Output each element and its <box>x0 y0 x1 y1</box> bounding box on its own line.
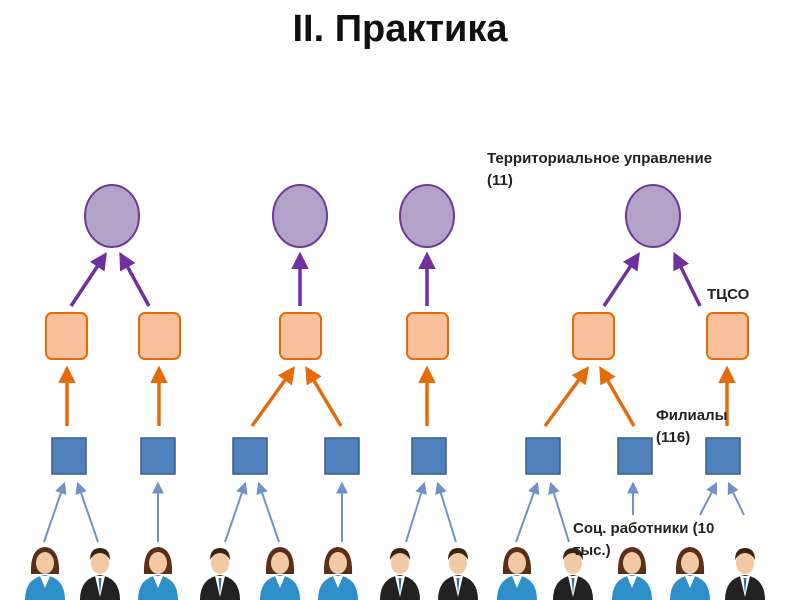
square-node-icon <box>232 437 268 475</box>
branches-label: Филиалы (116) <box>656 405 766 449</box>
territorial-label-line1: Территориальное управление <box>487 150 713 167</box>
territorial-level <box>84 184 681 248</box>
workers-label-line1: Соц. работники (10 <box>573 520 715 537</box>
workers-row <box>25 547 765 600</box>
purple-arrows <box>69 251 702 307</box>
square-node-icon <box>51 437 87 475</box>
arrow <box>727 481 745 516</box>
male-worker-icon <box>725 548 765 600</box>
blue-arrows <box>43 481 745 543</box>
circle-node-icon <box>84 184 140 248</box>
rounded-square-node-icon <box>138 312 181 360</box>
square-node-icon <box>705 437 741 475</box>
territorial-label: Территориальное управление (11) <box>487 148 787 192</box>
arrow <box>699 481 718 516</box>
female-worker-icon <box>25 547 65 600</box>
rounded-square-node-icon <box>406 312 449 360</box>
arrow <box>43 481 67 543</box>
arrow <box>250 366 296 428</box>
male-worker-icon <box>80 548 120 600</box>
branch-level <box>51 437 741 475</box>
circle-node-icon <box>625 184 681 248</box>
rounded-square-node-icon <box>279 312 322 360</box>
square-node-icon <box>617 437 653 475</box>
female-worker-icon <box>318 547 358 600</box>
tcso-label: ТЦСО <box>707 286 750 303</box>
female-worker-icon <box>260 547 300 600</box>
arrow <box>119 251 151 307</box>
male-worker-icon <box>200 548 240 600</box>
male-worker-icon <box>438 548 478 600</box>
arrow <box>69 252 107 307</box>
arrow <box>435 481 457 543</box>
rounded-square-node-icon <box>45 312 88 360</box>
tcso-level <box>45 312 749 360</box>
branches-label-line1: Филиалы <box>656 407 728 424</box>
arrow <box>256 481 280 543</box>
circle-node-icon <box>272 184 328 248</box>
workers-label-line2: тыс.) <box>573 542 611 559</box>
arrow <box>224 481 248 543</box>
arrow <box>548 481 570 543</box>
arrow <box>543 366 590 428</box>
arrow <box>599 365 636 427</box>
male-worker-icon <box>380 548 420 600</box>
square-node-icon <box>140 437 176 475</box>
arrow <box>515 481 540 543</box>
square-node-icon <box>525 437 561 475</box>
rounded-square-node-icon <box>572 312 615 360</box>
female-worker-icon <box>670 547 710 600</box>
square-node-icon <box>411 437 447 475</box>
arrow <box>602 252 640 307</box>
branches-label-line2: (116) <box>656 429 691 446</box>
male-worker-icon <box>553 548 593 600</box>
workers-label: Соц. работники (10 тыс.) <box>573 518 773 562</box>
square-node-icon <box>324 437 360 475</box>
arrow <box>673 251 702 307</box>
female-worker-icon <box>138 547 178 600</box>
circle-node-icon <box>399 184 455 248</box>
orange-arrows <box>58 365 736 428</box>
female-worker-icon <box>497 547 537 600</box>
rounded-square-node-icon <box>706 312 749 360</box>
arrow <box>305 365 343 427</box>
territorial-label-line2: (11) <box>487 172 513 189</box>
arrow <box>75 481 99 543</box>
female-worker-icon <box>612 547 652 600</box>
arrow <box>405 481 427 543</box>
page-title: II. Практика <box>292 8 508 50</box>
